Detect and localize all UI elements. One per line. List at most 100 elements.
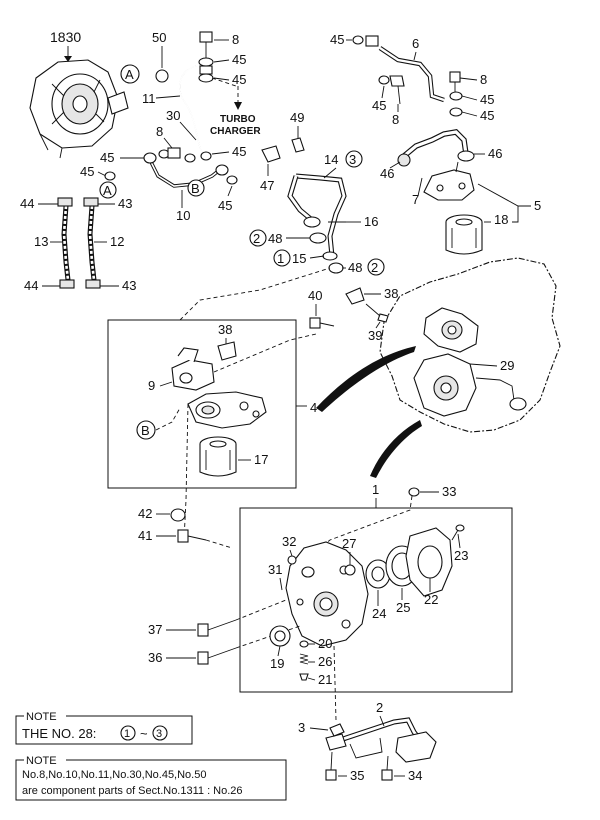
label-42: 42: [138, 506, 152, 521]
label-10: 10: [176, 208, 190, 223]
ref-c3: 3: [349, 152, 356, 167]
washer-45e: [104, 171, 116, 181]
ref-circle-b: [187, 179, 205, 197]
label-45b: 45: [232, 72, 246, 87]
label-7: 7: [412, 192, 419, 207]
label-39: 39: [368, 328, 382, 343]
label-22: 22: [424, 592, 438, 607]
label-45h: 45: [480, 92, 494, 107]
label-44b: 44: [24, 278, 38, 293]
label-45f: 45: [218, 198, 232, 213]
dash-box4-pipe: [179, 267, 331, 321]
dash-cooler-bolt: [213, 333, 317, 373]
hose-13: [57, 197, 75, 289]
oil-pipe-10: [143, 147, 238, 188]
coolant-pipe-14: [261, 137, 347, 274]
leader-31: [279, 577, 283, 591]
label-31: 31: [268, 562, 282, 577]
label-46a: 46: [380, 166, 394, 181]
bracket-5-18: [512, 206, 519, 223]
leader-21: [307, 677, 316, 681]
label-45e: 45: [80, 164, 94, 179]
label-45c: 45: [100, 150, 114, 165]
pump-cover-22: [405, 527, 453, 597]
bolt-41: [177, 529, 233, 549]
label-47: 47: [260, 178, 274, 193]
leader-8c: [459, 77, 478, 81]
dash-housing-bolt: [183, 403, 189, 541]
leader-2: [379, 715, 385, 727]
oil-return-pipe-6: [352, 35, 463, 117]
label-35: 35: [350, 768, 364, 783]
label-40: 40: [308, 288, 322, 303]
ref-circle-a2: [99, 181, 117, 199]
label-49: 49: [290, 110, 304, 125]
leader-19: [277, 645, 281, 657]
bolt-34: [381, 755, 393, 781]
bolt-40: [309, 317, 335, 329]
note2-line2: are component parts of Sect.No.1311 : No…: [22, 785, 243, 797]
filter-housing: [187, 391, 267, 429]
ref-c2: 2: [253, 231, 260, 246]
plunger-20: [299, 640, 309, 648]
oil-cooler-9: [171, 347, 215, 391]
label-48a: 48: [268, 231, 282, 246]
label-3: 3: [298, 720, 305, 735]
alternator-1830: [29, 59, 129, 159]
leader-6: [413, 51, 417, 61]
oil-filter-18: [445, 214, 483, 255]
ref-circle-1: [273, 249, 291, 267]
label-21: 21: [318, 672, 332, 687]
arrow-to-block-1: [316, 346, 416, 412]
ref-circle-2b: [367, 258, 385, 276]
turbo-label-2: CHARGER: [210, 126, 261, 137]
label-38a: 38: [384, 286, 398, 301]
spring-26: [299, 653, 309, 665]
ref-circle-a: [120, 64, 140, 84]
label-29: 29: [500, 358, 514, 373]
label-45a: 45: [232, 52, 246, 67]
leader-45f: [227, 185, 233, 197]
leader-45b: [213, 77, 230, 81]
label-8d: 8: [392, 112, 399, 127]
label-20: 20: [318, 636, 332, 651]
label-41: 41: [138, 528, 152, 543]
oil-pump-body: [285, 541, 369, 647]
leader-3: [309, 727, 329, 731]
label-19: 19: [270, 656, 284, 671]
engine-block: [379, 257, 561, 433]
pin-32: [287, 555, 297, 565]
pin-33: [408, 487, 420, 497]
label-34: 34: [408, 768, 422, 783]
label-25: 25: [396, 600, 410, 615]
oil-filter-17: [199, 436, 237, 477]
label-26: 26: [318, 654, 332, 669]
bolt-35: [325, 751, 337, 781]
label-8c: 8: [480, 72, 487, 87]
turbo-label-1: TURBO: [220, 114, 256, 125]
oil-drain-pipe-7: [397, 129, 475, 167]
plug-21: [299, 673, 309, 681]
note1-from: 1: [124, 728, 130, 740]
note2-heading: NOTE: [26, 755, 57, 767]
label-45j: 45: [372, 98, 386, 113]
label-33: 33: [442, 484, 456, 499]
ref-a-1: A: [125, 67, 134, 82]
arrow-1830: [64, 56, 72, 62]
oil-filter-bracket-5: [423, 161, 475, 201]
leader-14: [323, 167, 337, 179]
inner-rotor-24: [365, 559, 391, 589]
leader-32: [289, 549, 293, 557]
leader-39: [375, 321, 381, 329]
label-2: 2: [376, 700, 383, 715]
leader-5: [477, 183, 531, 207]
leader-11: [155, 95, 181, 99]
arrow-to-block-2: [370, 420, 422, 478]
leader-45j: [381, 85, 385, 99]
note1-to: 3: [156, 728, 162, 740]
label-11: 11: [142, 91, 156, 106]
note-1: NOTE THE NO. 28: 1 ~ 3: [15, 710, 193, 745]
leader-45h: [461, 95, 478, 101]
arrow-turbo: [234, 102, 242, 110]
